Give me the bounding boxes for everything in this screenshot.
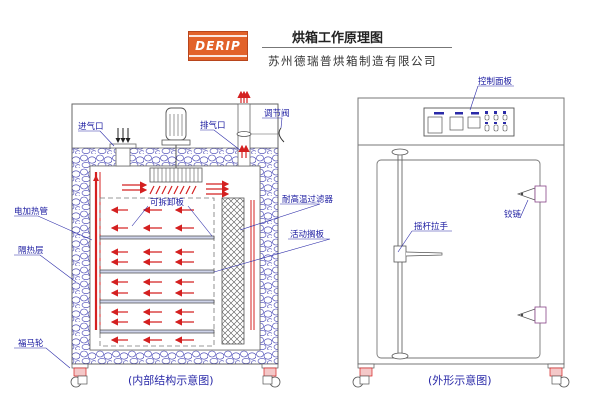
internal-view-caption: (内部结构示意图) [128, 374, 214, 387]
label-insulation: 隔热层 [18, 246, 44, 256]
logo-stripe-top [189, 35, 247, 37]
logo-stripe-bottom [189, 55, 247, 57]
external-view [352, 85, 570, 388]
company-name: 苏州德瑞普烘箱制造有限公司 [268, 54, 437, 68]
regulating-valve-knob [278, 127, 285, 143]
air-inlet-flange [109, 143, 137, 149]
caster-left [70, 363, 89, 388]
logo-text: DERIP [195, 39, 241, 53]
caster-left [352, 363, 375, 388]
label-shelf: 活动搁板 [290, 230, 325, 240]
switch-indicators [485, 111, 506, 124]
hepa-filter [221, 197, 245, 345]
chamber-airflow-arrows [110, 206, 194, 344]
switches [484, 114, 508, 132]
shelf [99, 299, 215, 304]
label-air-inlet: 进气口 [78, 122, 104, 132]
hinge-upper [516, 185, 547, 203]
exhaust-arrows [237, 90, 251, 158]
shelf [99, 269, 215, 274]
shelves [99, 235, 215, 334]
label-hepa-filter: 耐高温过滤器 [282, 195, 334, 205]
label-removable-plate: 可拆卸板 [150, 198, 185, 208]
fan-airflow-arrows [122, 180, 230, 198]
label-control-panel: 控制面板 [478, 77, 513, 87]
inlet-arrows [115, 128, 131, 143]
derip-logo: DERIP [188, 31, 248, 61]
shelf [99, 235, 215, 240]
label-regulating-valve: 调节阀 [264, 109, 290, 119]
label-exhaust: 排气口 [200, 121, 226, 131]
fan-wheel [149, 167, 203, 183]
label-handle: 摇杆拉手 [414, 222, 449, 232]
leader-lines [14, 117, 331, 369]
control-panel [423, 107, 515, 137]
external-view-caption: (外形示意图) [428, 374, 492, 387]
title-divider [262, 47, 452, 48]
hinge-lower [516, 306, 547, 324]
rocker-handle[interactable] [391, 148, 443, 360]
air-inlet-duct [115, 147, 131, 167]
caster-right [261, 363, 281, 388]
label-caster: 福马轮 [18, 339, 44, 349]
internal-view [14, 90, 331, 388]
fan-motor [161, 107, 191, 168]
diagram-title: 烘箱工作原理图 [292, 31, 384, 46]
heating-tube-right [250, 200, 255, 330]
oven-door[interactable] [376, 159, 541, 359]
shelf [99, 329, 215, 334]
external-leader-lines [397, 85, 529, 253]
display-window [449, 116, 464, 131]
label-hinge: 铰链 [504, 210, 522, 220]
display-window [427, 116, 443, 134]
label-heating-tube: 电加热管 [14, 207, 49, 217]
caster-right [547, 363, 570, 388]
display-window [467, 116, 481, 129]
